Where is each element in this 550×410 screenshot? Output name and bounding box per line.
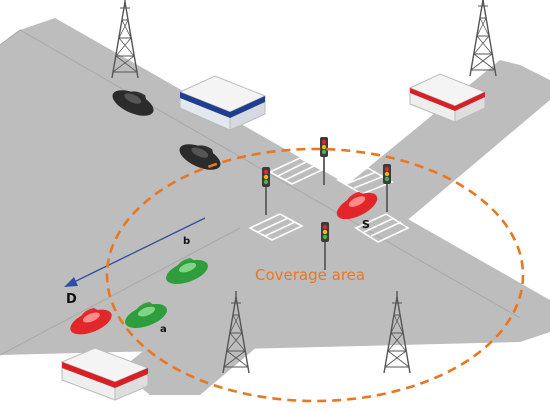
coverage-area-outline [105, 147, 525, 403]
direction-arrow [64, 217, 206, 287]
building-icon [60, 347, 150, 401]
destination-label: D [66, 292, 77, 307]
crosswalks [248, 157, 410, 243]
source-label: S [362, 218, 370, 231]
car-icon [108, 82, 159, 122]
car-icon [175, 136, 226, 176]
building-icon [408, 73, 487, 123]
car-icon-b [162, 252, 212, 289]
coverage-area-label: Coverage area [255, 266, 365, 284]
vehicle-a-label: a [160, 324, 167, 335]
car-icon-source [331, 185, 382, 225]
car-icon-a [121, 296, 171, 333]
vehicle-b-label: b [183, 236, 190, 247]
building-icon [178, 75, 267, 131]
cross-road [120, 60, 550, 395]
car-icon-destination [65, 302, 116, 340]
cell-tower-icon [469, 0, 497, 77]
